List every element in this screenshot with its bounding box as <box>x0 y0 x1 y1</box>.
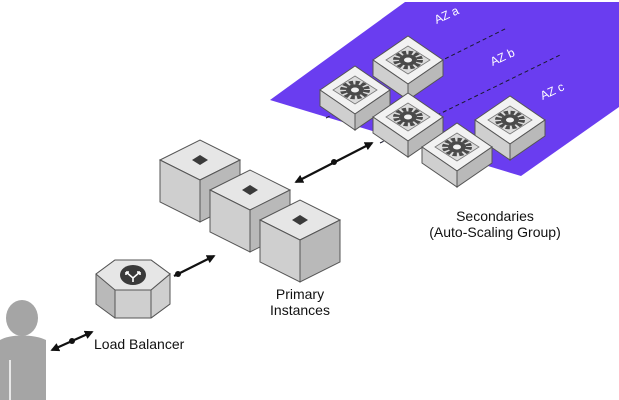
secondaries-label: Secondaries (Auto-Scaling Group) <box>410 208 580 240</box>
primary-label-line1: Primary <box>275 286 325 302</box>
connector-primary-to-secondaries <box>294 142 374 183</box>
az-divider-2 <box>379 54 561 144</box>
load-balancer-label: Load Balancer <box>94 336 185 352</box>
primary-label-line2: Instances <box>270 302 330 318</box>
secondaries-label-line1: Secondaries <box>456 208 534 224</box>
person-icon <box>0 300 46 400</box>
primary-instances-label: Primary Instances <box>256 286 344 318</box>
load-balancer-icon <box>95 259 171 319</box>
connector-user-to-lb <box>50 330 94 352</box>
secondaries-label-line2: (Auto-Scaling Group) <box>429 224 561 240</box>
connector-lb-to-primary <box>173 255 216 277</box>
